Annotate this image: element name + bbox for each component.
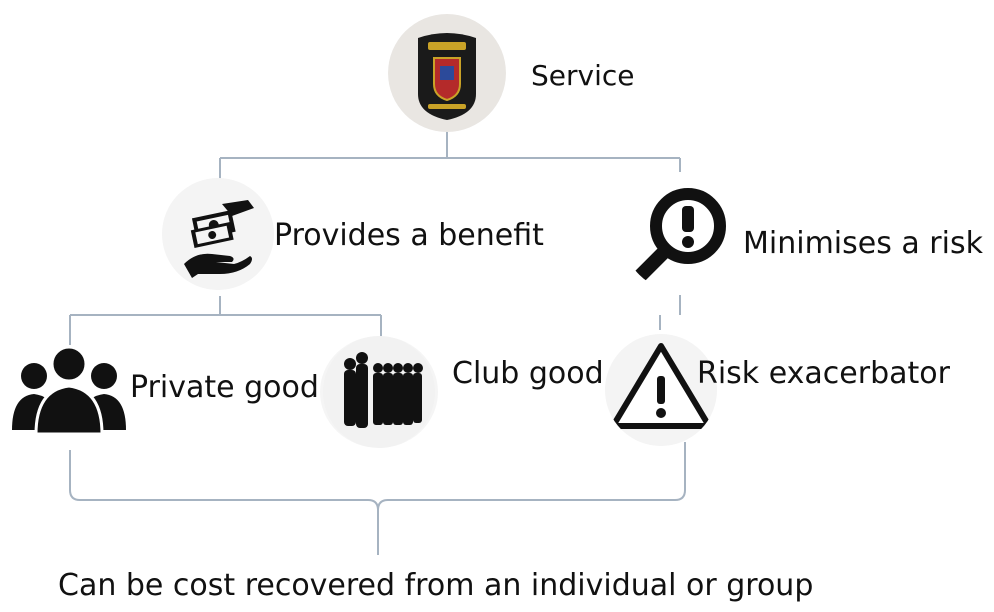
- footer-label: Can be cost recovered from an individual…: [58, 568, 814, 603]
- bottom-brace: [69, 442, 686, 555]
- root-connector: [219, 128, 681, 180]
- benefit-connector: [69, 296, 382, 345]
- provides-benefit-label: Provides a benefit: [274, 218, 544, 253]
- people-group-icon: [10, 338, 128, 438]
- minimises-risk-label: Minimises a risk: [743, 226, 983, 261]
- magnifier-exclamation-icon: [622, 174, 740, 292]
- private-good-label: Private good: [130, 370, 319, 405]
- risk-exacerbator-label: Risk exacerbator: [697, 356, 950, 391]
- money-hand-icon: [162, 178, 274, 290]
- club-good-label: Club good: [452, 356, 604, 391]
- crest-badge-icon: [388, 14, 506, 132]
- service-label: Service: [531, 59, 635, 92]
- risk-connector: [659, 295, 681, 330]
- warning-triangle-icon: [605, 334, 717, 446]
- crowd-silhouette-icon: [320, 336, 438, 448]
